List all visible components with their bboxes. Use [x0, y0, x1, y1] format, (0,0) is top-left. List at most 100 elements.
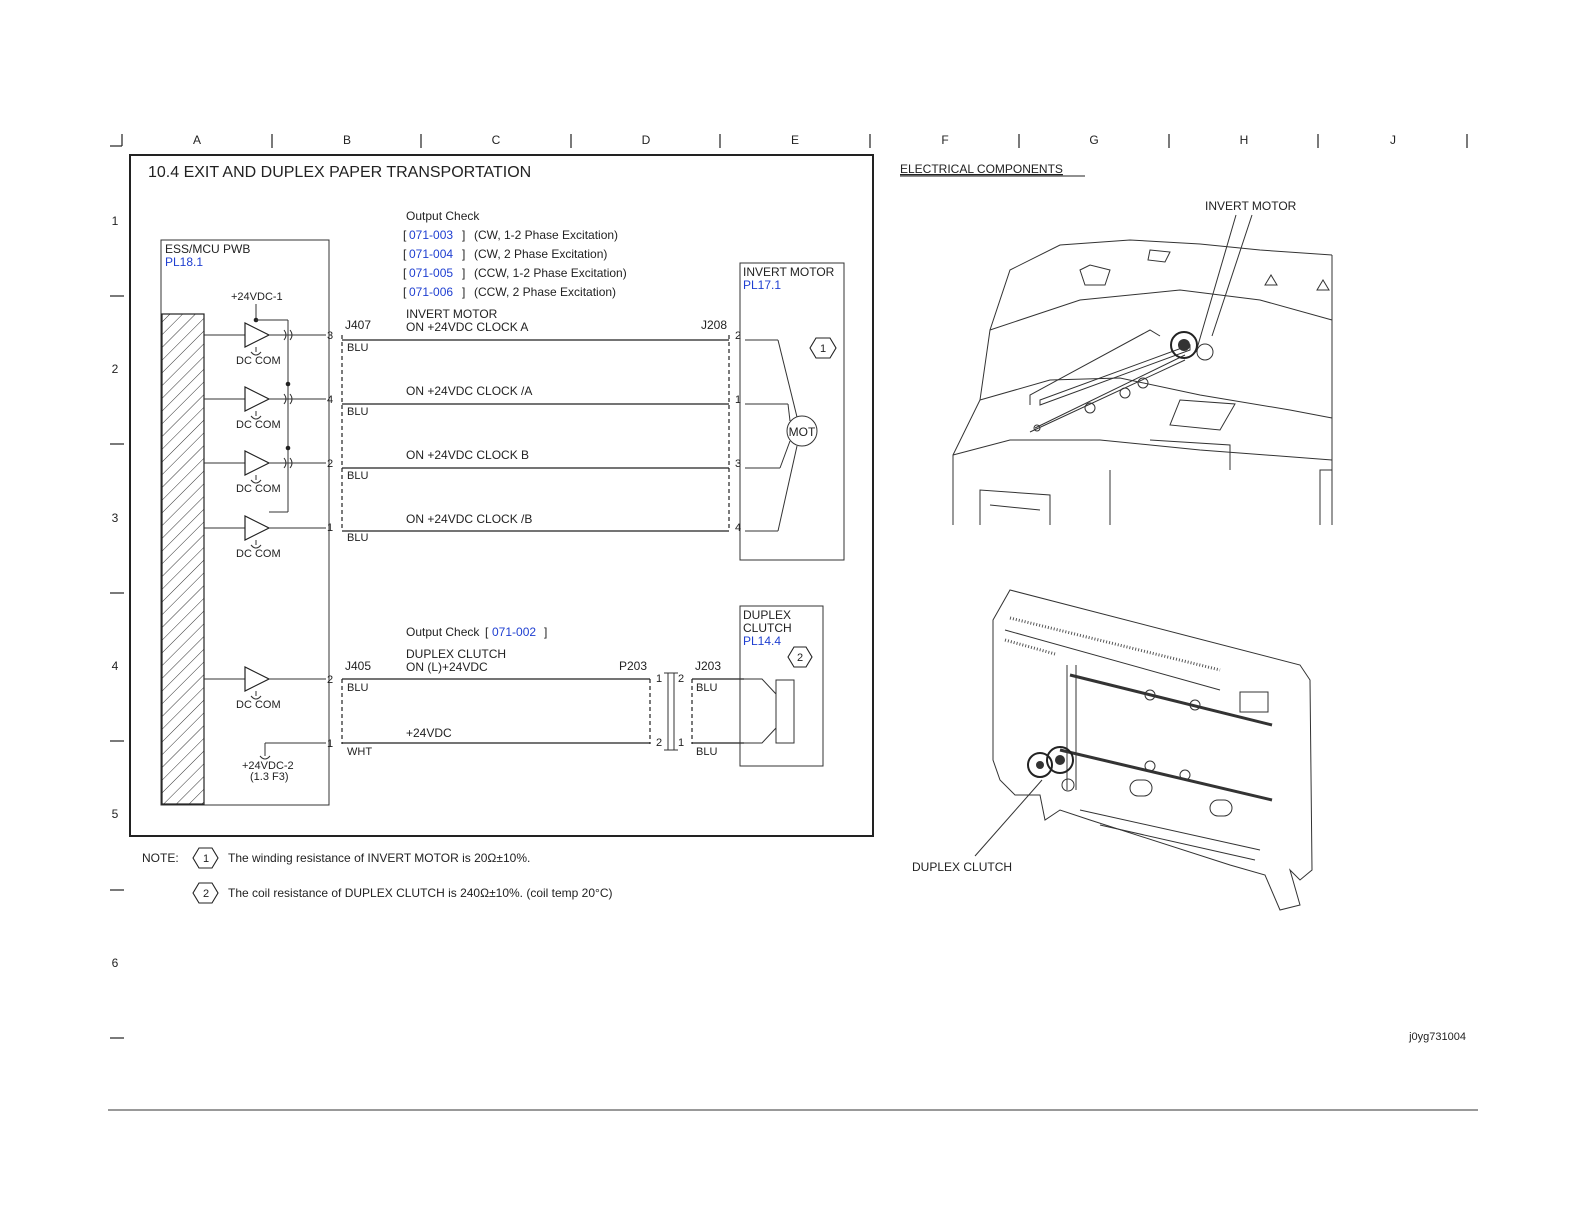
note-2-num: 2 — [203, 888, 209, 900]
j203-label: J203 — [695, 659, 721, 673]
wire-color-4: BLU — [347, 532, 368, 544]
dc-com-5: DC COM — [236, 699, 281, 711]
duplex-pin-j203-2: 1 — [678, 737, 684, 749]
row-label-1: 1 — [112, 214, 119, 228]
dc-com-2: DC COM — [236, 419, 281, 431]
diagram-title: 10.4 EXIT AND DUPLEX PAPER TRANSPORTATIO… — [148, 164, 531, 181]
bracket-close: ] — [462, 247, 465, 261]
p203-label: P203 — [619, 659, 647, 673]
col-label-h: H — [1240, 133, 1249, 147]
components-heading: ELECTRICAL COMPONENTS — [900, 162, 1063, 176]
note-marker-2: 2 — [797, 652, 803, 664]
signal-1-label: ON +24VDC CLOCK A — [406, 320, 528, 334]
dc-com-1: DC COM — [236, 355, 281, 367]
col-label-j: J — [1390, 133, 1396, 147]
output-code-071-005[interactable]: 071-005 — [409, 266, 453, 280]
bracket-open: [ — [403, 228, 407, 242]
bracket-open: [ — [403, 266, 407, 280]
invert-motor-box-label: INVERT MOTOR — [743, 265, 835, 279]
bracket-close: ] — [462, 228, 465, 242]
duplex-pin-j405-2: 1 — [327, 738, 333, 750]
output-code-071-002[interactable]: 071-002 — [492, 625, 536, 639]
invert-motor-callout: INVERT MOTOR — [1205, 199, 1297, 213]
j405-label: J405 — [345, 659, 371, 673]
bracket-close: ] — [462, 266, 465, 280]
output-code-desc-1: (CW, 1-2 Phase Excitation) — [474, 228, 618, 242]
note-1-text: The winding resistance of INVERT MOTOR i… — [228, 851, 530, 865]
pin-j407-1: 3 — [327, 330, 333, 342]
output-code-desc-2: (CW, 2 Phase Excitation) — [474, 247, 607, 261]
invert-motor-ref-link[interactable]: PL17.1 — [743, 278, 781, 292]
power2-label: +24VDC-2 — [242, 760, 294, 772]
duplex-wire-l-2: WHT — [347, 746, 372, 758]
note-1-num: 1 — [203, 853, 209, 865]
output-code-desc-4: (CCW, 2 Phase Excitation) — [474, 285, 616, 299]
ess-label: ESS/MCU PWB — [165, 242, 250, 256]
duplex-signal-1-label: ON (L)+24VDC — [406, 660, 488, 674]
signal-2-label: ON +24VDC CLOCK /A — [406, 384, 532, 398]
pin-j407-2: 4 — [327, 394, 333, 406]
duplex-pin-p203-2: 2 — [656, 737, 662, 749]
output-code-desc-3: (CCW, 1-2 Phase Excitation) — [474, 266, 627, 280]
invert-output-heading: Output Check — [406, 209, 480, 223]
ess-ref-link[interactable]: PL18.1 — [165, 255, 203, 269]
duplex-wire-l-1: BLU — [347, 682, 368, 694]
duplex-wire-r-1: BLU — [696, 682, 717, 694]
power1-label: +24VDC-1 — [231, 291, 283, 303]
wire-color-3: BLU — [347, 470, 368, 482]
diagram-frame — [129, 154, 874, 837]
output-code-071-004[interactable]: 071-004 — [409, 247, 453, 261]
note-2-text: The coil resistance of DUPLEX CLUTCH is … — [228, 886, 613, 900]
notes: NOTE: 1 The winding resistance of INVERT… — [142, 847, 613, 904]
duplex-clutch-box-label-1: DUPLEX — [743, 608, 791, 622]
invert-motor-box: INVERT MOTOR PL17.1 1 MOT — [739, 262, 845, 561]
duplex-signal-1-label-top: DUPLEX CLUTCH — [406, 647, 506, 661]
row-label-4: 4 — [112, 659, 119, 673]
duplex-wire-r-2: BLU — [696, 746, 717, 758]
wire-color-1: BLU — [347, 342, 368, 354]
power2-ref: (1.3 F3) — [250, 771, 289, 783]
figure-id: j0yg731004 — [1408, 1031, 1466, 1043]
pin-j407-4: 1 — [327, 522, 333, 534]
col-label-b: B — [343, 133, 351, 147]
duplex-pin-p203-1: 1 — [656, 673, 662, 685]
invert-motor-illustration — [952, 239, 1333, 525]
duplex-pin-j203-1: 2 — [678, 673, 684, 685]
duplex-clutch-circuit: Output Check [ 071-002 ] DUPLEX CLUTCH O… — [204, 605, 824, 783]
duplex-signal-2-label: +24VDC — [406, 726, 452, 740]
col-label-a: A — [193, 133, 201, 147]
pin-j208-1: 2 — [735, 330, 741, 342]
col-label-d: D — [642, 133, 651, 147]
pin-j208-4: 4 — [735, 522, 741, 534]
duplex-clutch-callout: DUPLEX CLUTCH — [912, 860, 1012, 874]
bracket-open: [ — [403, 285, 407, 299]
duplex-output-heading: Output Check — [406, 625, 480, 639]
duplex-clutch-box-label-2: CLUTCH — [743, 621, 792, 635]
invert-motor-harness: J407 J208 INVERT MOTOR ON +24VDC CLOCK A… — [327, 307, 741, 544]
pin-j208-3: 3 — [735, 458, 741, 470]
pin-j208-2: 1 — [735, 394, 741, 406]
notes-label: NOTE: — [142, 851, 179, 865]
ess-mcu-pwb: ESS/MCU PWB PL18.1 +24VDC-1 — [160, 239, 330, 806]
output-code-071-003[interactable]: 071-003 — [409, 228, 453, 242]
j407-label: J407 — [345, 318, 371, 332]
j208-label: J208 — [701, 318, 727, 332]
grid-ruler: A B C D E F G H J 1 2 3 4 5 6 — [108, 133, 1478, 1111]
mot-symbol: MOT — [789, 425, 816, 439]
row-label-5: 5 — [112, 807, 119, 821]
dc-com-3: DC COM — [236, 483, 281, 495]
note-marker-1: 1 — [820, 343, 826, 355]
row-label-2: 2 — [112, 362, 119, 376]
pin-j407-3: 2 — [327, 458, 333, 470]
wire-color-2: BLU — [347, 406, 368, 418]
signal-1-label-top: INVERT MOTOR — [406, 307, 498, 321]
duplex-clutch-ref-link[interactable]: PL14.4 — [743, 634, 781, 648]
bracket-open: [ — [485, 625, 489, 639]
signal-3-label: ON +24VDC CLOCK B — [406, 448, 529, 462]
col-label-g: G — [1089, 133, 1098, 147]
output-code-071-006[interactable]: 071-006 — [409, 285, 453, 299]
dc-com-4: DC COM — [236, 548, 281, 560]
col-label-c: C — [492, 133, 501, 147]
signal-4-label: ON +24VDC CLOCK /B — [406, 512, 532, 526]
